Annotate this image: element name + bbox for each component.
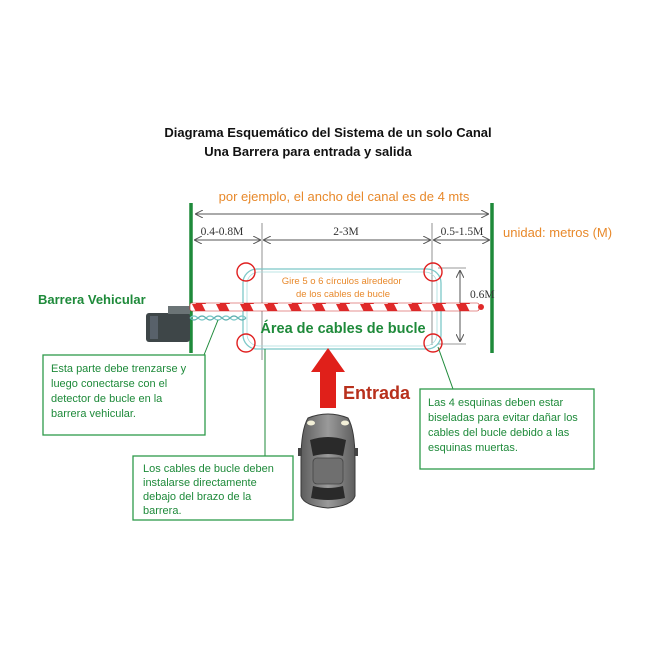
leader-line-corners [437, 346, 454, 390]
dimension-middle-label: 2-3M [333, 226, 359, 238]
twisted-cable-strand-2 [189, 315, 247, 321]
channel-width-note: por ejemplo, el ancho del canal es de 4 … [219, 189, 470, 204]
callout-twist-text: Esta parte debe trenzarse y luego conect… [51, 363, 189, 420]
dimension-right-label: 0.5-1.5M [441, 226, 484, 238]
callout-box-under-arm [132, 455, 294, 521]
callout-under-arm-line-2: instalarse directamente [143, 477, 257, 489]
entrance-label: Entrada [343, 383, 411, 403]
corner-circle-bottom-right [423, 333, 443, 353]
callout-twist-line-3: detector de bucle en la [51, 393, 163, 405]
callout-corners-line-3: cables del bucle debido a las [428, 427, 570, 439]
barrier-arm-tip [478, 304, 484, 310]
unit-label: unidad: metros (M) [503, 225, 612, 240]
loop-area-label: Área de cables de bucle [260, 320, 425, 337]
barrier-label: Barrera Vehicular [38, 292, 146, 307]
loop-instruction-line-1: Gire 5 o 6 círculos alrededor [282, 276, 402, 287]
barrier-box-highlight [150, 316, 158, 339]
title-line-2: Una Barrera para entrada y salida [204, 144, 412, 159]
title-line-1: Diagrama Esquemático del Sistema de un s… [164, 125, 491, 140]
car-icon [298, 413, 358, 509]
callout-corners-text: Las 4 esquinas deben estar biseladas par… [428, 397, 581, 454]
barrier-arm [189, 302, 480, 312]
leader-line-twist [203, 319, 219, 356]
dimension-left-label: 0.4-0.8M [201, 226, 244, 238]
callout-corners-line-1: Las 4 esquinas deben estar [428, 397, 563, 409]
entrance-arrow [311, 348, 345, 408]
callout-twist-line-4: barrera vehicular. [51, 408, 136, 420]
height-dimension-label: 0.6M [470, 289, 495, 301]
callout-under-arm-text: Los cables de bucle deben instalarse dir… [143, 463, 277, 517]
callout-twist-line-1: Esta parte debe trenzarse y [51, 363, 187, 375]
callout-corners-line-4: esquinas muertas. [428, 442, 518, 454]
callout-box-corners [419, 388, 595, 470]
callout-box-twist [42, 354, 206, 436]
corner-circle-top-left [236, 262, 256, 282]
barrier-box-top [168, 306, 190, 314]
corner-circle-bottom-left [236, 333, 256, 353]
callout-twist-line-2: luego conectarse con el [51, 378, 167, 390]
callout-under-arm-line-1: Los cables de bucle deben [143, 463, 274, 475]
callout-corners-line-2: biseladas para evitar dañar los [428, 412, 578, 424]
callout-under-arm-line-3: debajo del brazo de la [143, 491, 252, 503]
loop-instruction-text: Gire 5 o 6 círculos alrededor de los cab… [282, 276, 405, 300]
callout-under-arm-line-4: barrera. [143, 505, 182, 517]
corner-circle-top-right [423, 262, 443, 282]
loop-instruction-line-2: de los cables de bucle [296, 289, 390, 300]
